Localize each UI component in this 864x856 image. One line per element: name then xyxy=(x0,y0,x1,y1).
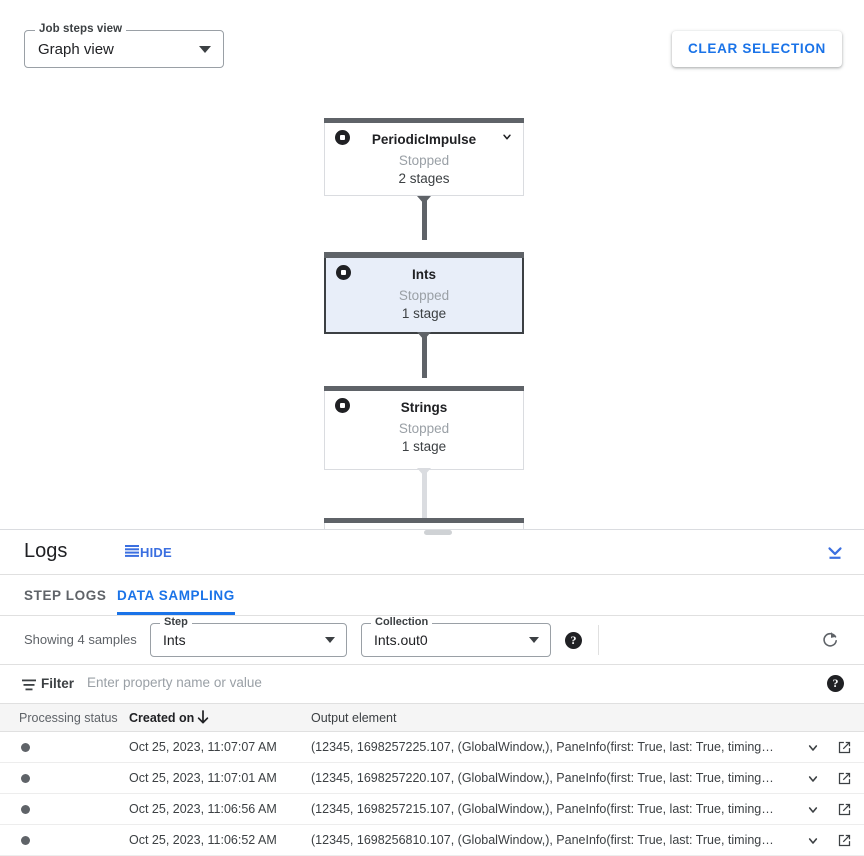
chevron-down-icon xyxy=(325,637,335,643)
clear-selection-button[interactable]: CLEAR SELECTION xyxy=(671,31,842,67)
step-select[interactable]: Step Ints xyxy=(150,617,347,657)
table-row[interactable]: Oct 25, 2023, 11:06:56 AM (12345, 1698257… xyxy=(0,794,864,825)
tab-data-sampling[interactable]: DATA SAMPLING xyxy=(117,575,235,615)
filter-input[interactable] xyxy=(85,674,689,691)
graph-node-ints[interactable]: Ints Stopped 1 stage xyxy=(324,252,524,334)
node-status: Stopped xyxy=(398,288,450,303)
node-status: Stopped xyxy=(398,153,450,168)
node-header-bar xyxy=(324,118,524,123)
help-icon[interactable]: ? xyxy=(565,632,582,649)
graph-toolbar: Job steps view Graph view CLEAR SELECTIO… xyxy=(0,0,864,96)
column-header-output-element[interactable]: Output element xyxy=(311,711,397,725)
job-steps-view-value: Graph view xyxy=(38,41,114,58)
cell-created-on: Oct 25, 2023, 11:06:52 AM xyxy=(129,833,277,847)
table-row[interactable]: Oct 25, 2023, 11:07:01 AM (12345, 1698257… xyxy=(0,763,864,794)
filter-icon xyxy=(22,678,36,696)
stop-circle-icon xyxy=(335,398,350,413)
graph-edge-arrow-2 xyxy=(417,332,431,340)
job-steps-view-label: Job steps view xyxy=(35,23,127,35)
collection-select-value: Ints.out0 xyxy=(374,632,428,648)
samples-table: Oct 25, 2023, 11:07:07 AM (12345, 1698257… xyxy=(0,732,864,856)
node-stages: 2 stages xyxy=(398,171,450,186)
status-badge xyxy=(21,805,30,814)
column-header-processing-status[interactable]: Processing status xyxy=(19,711,118,725)
job-graph-panel: Job steps view Graph view CLEAR SELECTIO… xyxy=(0,0,864,530)
cell-created-on: Oct 25, 2023, 11:06:56 AM xyxy=(129,802,277,816)
open-in-new-icon[interactable] xyxy=(837,802,852,817)
graph-node-periodicimpulse[interactable]: PeriodicImpulse Stopped 2 stages xyxy=(324,118,524,196)
status-badge xyxy=(21,774,30,783)
filter-row: Filter ? xyxy=(0,665,864,704)
node-header-bar xyxy=(324,518,524,523)
chevron-down-icon[interactable] xyxy=(805,833,821,849)
table-row[interactable]: Oct 25, 2023, 11:06:52 AM (12345, 1698256… xyxy=(0,825,864,856)
chevron-down-icon[interactable] xyxy=(805,740,821,756)
open-in-new-icon[interactable] xyxy=(837,740,852,755)
filter-label: Filter xyxy=(41,676,75,691)
graph-node-strings[interactable]: Strings Stopped 1 stage xyxy=(324,386,524,470)
showing-samples-text: Showing 4 samples xyxy=(24,632,137,647)
tab-step-logs[interactable]: STEP LOGS xyxy=(24,588,107,603)
chevron-down-icon[interactable] xyxy=(805,802,821,818)
logs-panel: Logs HIDE STEP LOGS DATA SAMPLING Show xyxy=(0,531,864,856)
help-icon[interactable]: ? xyxy=(827,675,844,692)
cell-output-element: (12345, 1698257215.107, (GlobalWindow,),… xyxy=(311,802,774,816)
cell-output-element: (12345, 1698257225.107, (GlobalWindow,),… xyxy=(311,740,774,754)
node-title: Ints xyxy=(411,267,436,282)
graph-node-next-clipped[interactable] xyxy=(324,518,524,529)
node-stages: 1 stage xyxy=(401,306,447,321)
status-badge xyxy=(21,743,30,752)
node-status: Stopped xyxy=(398,421,450,436)
graph-edge-arrow-3 xyxy=(417,468,431,476)
logs-tabs: STEP LOGS DATA SAMPLING xyxy=(0,575,864,616)
stop-circle-icon xyxy=(335,130,350,145)
table-header: Processing status Created on Output elem… xyxy=(0,704,864,732)
column-header-created-on[interactable]: Created on xyxy=(129,711,195,725)
collection-select[interactable]: Collection Ints.out0 xyxy=(361,617,551,657)
table-row[interactable]: Oct 25, 2023, 11:07:07 AM (12345, 1698257… xyxy=(0,732,864,763)
logs-title: Logs xyxy=(24,540,68,562)
cell-output-element: (12345, 1698257220.107, (GlobalWindow,),… xyxy=(311,771,774,785)
chevron-down-icon xyxy=(199,46,211,53)
node-header-bar xyxy=(324,386,524,391)
stop-circle-icon xyxy=(336,265,351,280)
panel-resize-handle[interactable] xyxy=(424,530,452,535)
status-badge xyxy=(21,836,30,845)
refresh-icon[interactable] xyxy=(820,630,840,650)
cell-created-on: Oct 25, 2023, 11:07:07 AM xyxy=(129,740,277,754)
collection-select-label: Collection xyxy=(371,617,433,628)
sort-descending-icon[interactable] xyxy=(196,710,210,730)
cell-output-element: (12345, 1698256810.107, (GlobalWindow,),… xyxy=(311,833,774,847)
node-title: PeriodicImpulse xyxy=(371,132,477,147)
node-title: Strings xyxy=(400,400,448,415)
open-in-new-icon[interactable] xyxy=(837,771,852,786)
hide-logs-label: HIDE xyxy=(140,545,172,560)
node-stages: 1 stage xyxy=(401,439,447,454)
job-steps-view-select[interactable]: Job steps view Graph view xyxy=(24,23,224,68)
graph-edge-arrow-1 xyxy=(417,196,431,204)
graph-edge-2 xyxy=(421,334,427,378)
step-select-value: Ints xyxy=(163,632,186,648)
hide-logs-button[interactable]: HIDE xyxy=(125,545,172,560)
open-in-new-icon[interactable] xyxy=(837,833,852,848)
graph-edge-1 xyxy=(421,196,427,240)
chevron-down-icon[interactable] xyxy=(500,130,514,144)
chevron-down-icon xyxy=(529,637,539,643)
graph-edge-3 xyxy=(421,470,427,522)
toolbar-divider xyxy=(598,625,599,655)
sampling-toolbar: Showing 4 samples Step Ints Collection I… xyxy=(0,616,864,665)
step-select-label: Step xyxy=(160,617,192,628)
logs-header: Logs HIDE xyxy=(0,531,864,575)
chevron-down-icon[interactable] xyxy=(805,771,821,787)
lines-icon xyxy=(125,545,139,560)
node-header-bar xyxy=(324,252,524,258)
cell-created-on: Oct 25, 2023, 11:07:01 AM xyxy=(129,771,277,785)
collapse-panel-icon[interactable] xyxy=(824,542,846,564)
